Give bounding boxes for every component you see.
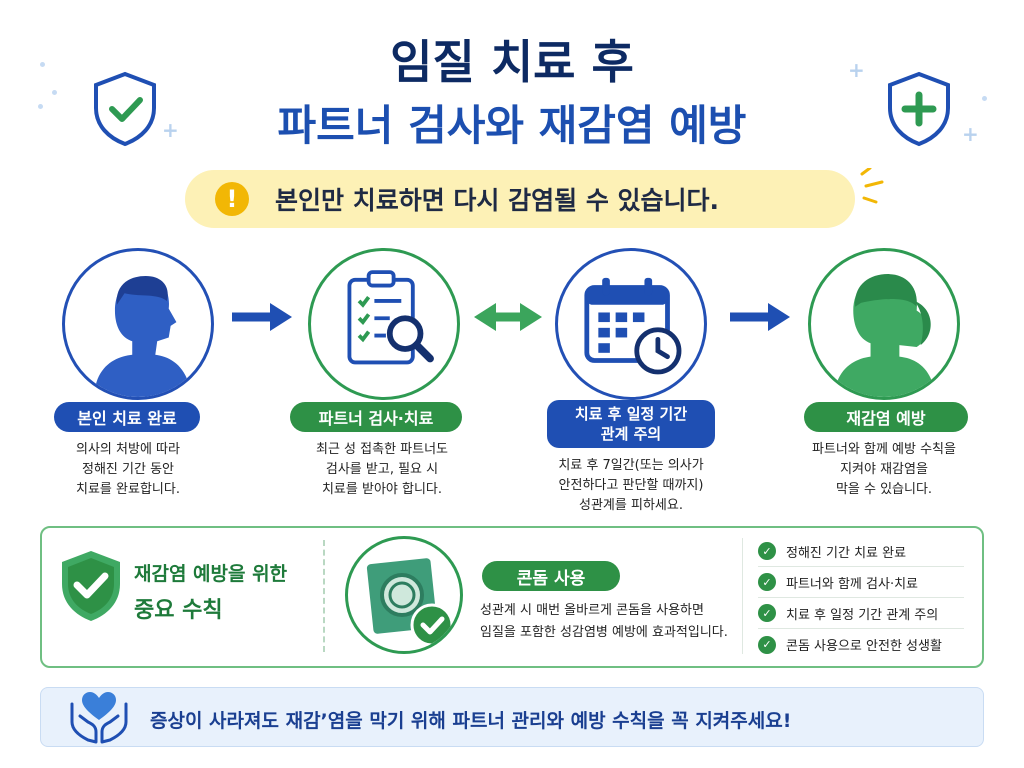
list-item: ✓ 콘돔 사용으로 안전한 성생활 (758, 629, 964, 660)
sparkle-icon: + (848, 58, 865, 82)
shield-plus-icon (884, 70, 954, 148)
hands-heart-icon (66, 690, 132, 748)
divider (323, 540, 325, 652)
step-partner-circle (308, 248, 460, 400)
step-calendar-circle (555, 248, 707, 400)
decor-dot (38, 104, 43, 109)
page-subtitle: 파트너 검사와 재감염 예방 (277, 101, 747, 150)
decor-dot (52, 90, 57, 95)
person-icon (93, 275, 192, 397)
check-icon: ✓ (758, 635, 776, 654)
step-partner-label: 파트너 검사·치료 (290, 402, 462, 432)
exclamation-icon: ! (215, 182, 249, 216)
arrow-right-icon (230, 300, 294, 338)
step-prevent-label: 재감염 예방 (804, 402, 968, 432)
bottom-banner (40, 687, 984, 747)
calendar-clock-icon (584, 277, 682, 375)
bottom-message: 증상이 사라져도 재감’염을 막기 위해 파트너 관리와 예방 수칙을 꼭 지켜… (150, 710, 792, 732)
decor-dot (982, 96, 987, 101)
step-caution-label: 치료 후 일정 기간 관계 주의 (547, 400, 715, 448)
warning-banner: ! 본인만 치료하면 다시 감염될 수 있습니다. (185, 170, 855, 228)
list-item: ✓ 치료 후 일정 기간 관계 주의 (758, 598, 964, 629)
check-icon: ✓ (758, 573, 776, 591)
check-icon: ✓ (758, 542, 776, 560)
condom-circle (345, 536, 463, 654)
attention-rays-icon (858, 166, 890, 208)
warning-text: 본인만 치료하면 다시 감염될 수 있습니다. (275, 186, 720, 215)
list-item: ✓ 정해진 기간 치료 완료 (758, 536, 964, 567)
clipboard-search-icon (347, 270, 434, 365)
check-icon: ✓ (758, 604, 776, 622)
rules-title-line2: 중요 수칙 (134, 598, 223, 623)
condom-package-icon (366, 558, 454, 647)
shield-check-icon (90, 70, 160, 148)
woman-icon (834, 274, 936, 397)
step-self-label: 본인 치료 완료 (54, 402, 200, 432)
divider (742, 538, 743, 654)
shield-check-icon (58, 548, 124, 628)
list-item: ✓ 파트너와 함께 검사·치료 (758, 567, 964, 598)
arrow-right-icon (728, 300, 792, 338)
sparkle-icon: + (962, 122, 979, 146)
condom-desc: 성관계 시 매번 올바르게 콘돔을 사용하면 임질을 포함한 성감염병 예방에 … (480, 603, 728, 640)
arrow-double-icon (472, 300, 544, 338)
checklist: ✓ 정해진 기간 치료 완료 ✓ 파트너와 함께 검사·치료 ✓ 치료 후 일정… (758, 536, 964, 660)
decor-dot (40, 62, 45, 67)
sparkle-icon: + (162, 118, 179, 142)
page-title: 임질 치료 후 (390, 35, 634, 89)
step-woman-circle (808, 248, 960, 400)
rules-title-line1: 재감염 예방을 위한 (134, 563, 288, 585)
condom-label: 콘돔 사용 (482, 561, 620, 591)
step-person-circle (62, 248, 214, 400)
